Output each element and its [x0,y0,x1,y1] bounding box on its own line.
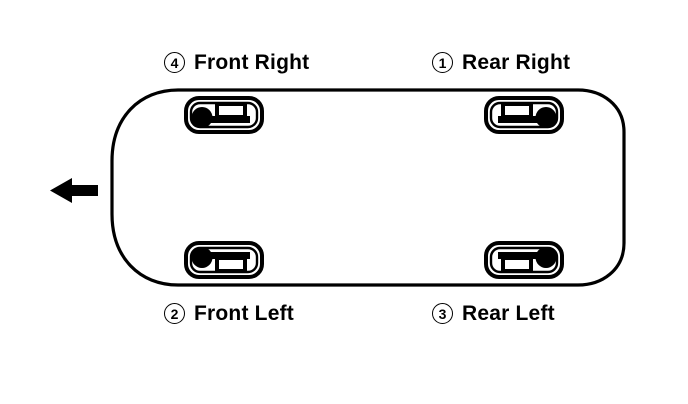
wheel-index-front-left: 2 [164,303,185,324]
sensor-icon-rear-left [484,241,564,279]
sensor-icon-front-right [184,96,264,134]
sensor-icon-front-left [184,241,264,279]
wheel-label-front-right: 4 Front Right [164,52,309,73]
wheel-index-rear-right: 1 [432,52,453,73]
wheel-label-front-left: 2 Front Left [164,303,294,324]
wheel-index-rear-left: 3 [432,303,453,324]
sensor-icon-rear-right [484,96,564,134]
vehicle-body-outline [110,88,626,287]
wheel-label-text-rear-right: Rear Right [462,51,571,74]
vehicle-forward-direction-arrow [50,178,98,203]
wheel-label-text-front-left: Front Left [194,302,294,325]
wheel-label-rear-left: 3 Rear Left [432,303,555,324]
wheel-index-front-right: 4 [164,52,185,73]
wheel-label-text-front-right: Front Right [194,51,310,74]
wheel-label-text-rear-left: Rear Left [462,302,555,325]
wheel-label-rear-right: 1 Rear Right [432,52,570,73]
